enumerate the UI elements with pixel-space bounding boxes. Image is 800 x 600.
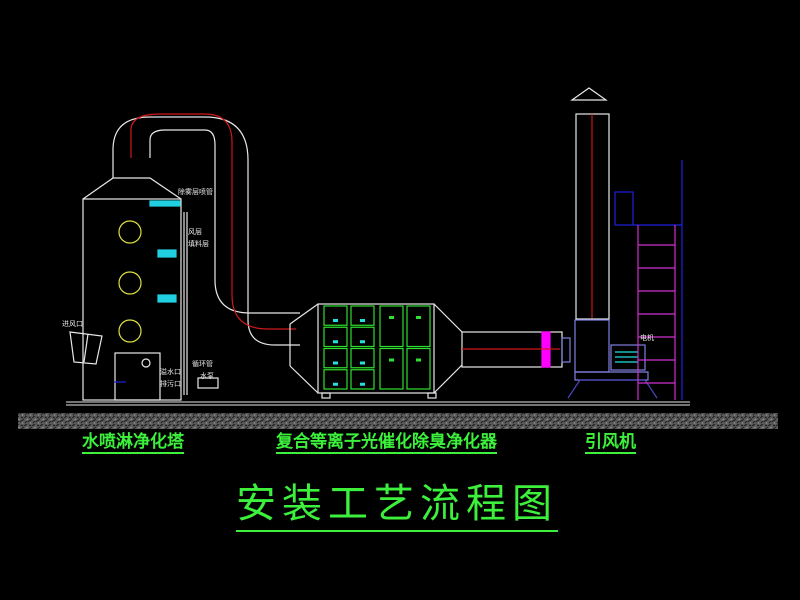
purifier-cell xyxy=(406,305,431,348)
control-box xyxy=(614,191,634,226)
ground-gravel-band xyxy=(18,413,778,429)
purifier-cell xyxy=(350,326,375,348)
pump xyxy=(197,377,219,389)
purifier-cell xyxy=(379,305,404,348)
purifier-cell xyxy=(323,326,348,348)
viewport-1 xyxy=(118,220,142,244)
purifier-cell xyxy=(350,347,375,369)
outlet-duct xyxy=(461,331,571,368)
inlet-duct xyxy=(69,331,103,365)
cell-indicator xyxy=(360,382,365,386)
purifier-cell xyxy=(350,305,375,326)
duct-centerline xyxy=(130,113,296,330)
viewport-3 xyxy=(118,319,142,343)
spray-tower xyxy=(69,177,219,401)
motor xyxy=(610,344,646,371)
packing-layer-1 xyxy=(157,249,177,258)
viewport-2 xyxy=(118,271,142,295)
annotation-motor: 电机 xyxy=(640,334,654,342)
tank-valve xyxy=(141,358,151,368)
stack-cap xyxy=(570,87,608,101)
annotation-outlet: 排污口 xyxy=(160,380,181,388)
cell-indicator xyxy=(333,340,338,344)
purifier-cell xyxy=(323,369,348,390)
annotation-demister: 风层 xyxy=(188,228,202,236)
gooseneck-duct xyxy=(112,113,300,346)
cell-indicator xyxy=(360,319,365,322)
plasma-purifier xyxy=(289,303,463,399)
cell-indicator xyxy=(360,340,365,344)
cell-indicator xyxy=(389,358,394,362)
annotation-drain: 溢水口 xyxy=(160,368,181,376)
tower-cone xyxy=(82,177,182,200)
cell-indicator xyxy=(416,358,421,362)
annotation-pump: 水泵 xyxy=(200,372,214,380)
fan-housing xyxy=(574,319,610,373)
cell-indicator xyxy=(333,361,338,365)
induced-fan-unit xyxy=(567,87,683,400)
label-plasma-purifier: 复合等离子光催化除臭净化器 xyxy=(276,432,497,454)
purifier-cell xyxy=(350,369,375,390)
spray-nozzles xyxy=(149,200,181,207)
purifier-cell xyxy=(323,305,348,326)
annotation-pipe: 循环管 xyxy=(192,360,213,368)
label-induced-fan: 引风机 xyxy=(585,432,636,454)
cell-indicator xyxy=(360,361,365,365)
purifier-cell xyxy=(406,347,431,390)
cell-indicator xyxy=(333,382,338,386)
purifier-cell xyxy=(323,347,348,369)
water-tank xyxy=(114,352,161,401)
cell-indicator xyxy=(416,316,421,319)
annotation-packing: 填料层 xyxy=(188,240,209,248)
label-spray-tower: 水喷淋净化塔 xyxy=(82,432,184,454)
packing-layer-2 xyxy=(157,294,177,303)
purifier-cell xyxy=(379,347,404,390)
cell-indicator xyxy=(333,319,338,322)
ground xyxy=(18,401,778,429)
cell-indicator xyxy=(389,316,394,319)
annotation-tower-top: 除雾层喷管 xyxy=(178,188,213,196)
annotation-inlet: 进风口 xyxy=(62,320,83,328)
diagram-title: 安装工艺流程图 xyxy=(236,478,558,532)
